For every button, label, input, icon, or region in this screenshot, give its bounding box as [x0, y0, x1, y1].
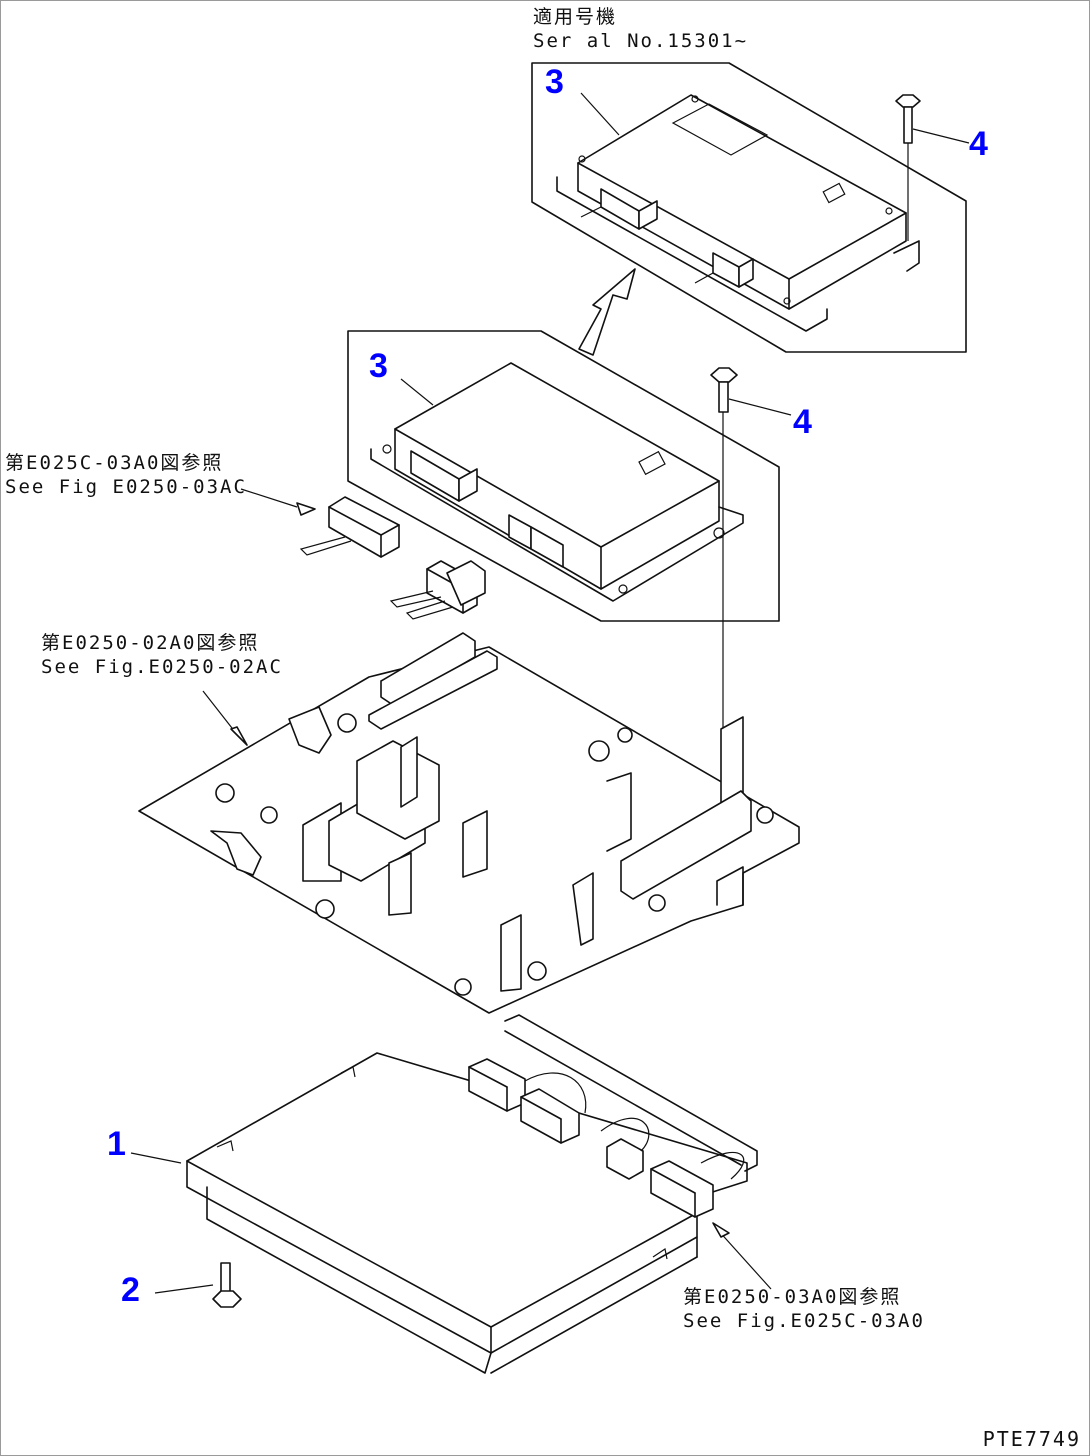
leader-3-mid [400, 378, 434, 406]
reference-note-03a-bottom: 第E0250-03A0図参照 See Fig.E025C-03A0 [683, 1285, 925, 1333]
ref-arrow-03a-bottom [712, 1222, 772, 1290]
upgrade-arrow [578, 268, 636, 356]
serial-note-en: Ser al No.15301~ [533, 30, 749, 52]
callout-1: 1 [107, 1125, 126, 1163]
leader-1 [130, 1152, 182, 1164]
callout-4-top: 4 [969, 125, 988, 163]
bolt-item-2 [154, 1262, 242, 1308]
harness-connector-b [389, 560, 486, 620]
harness-connector-a [240, 488, 400, 558]
reference-note-02a: 第E0250-02A0図参照 See Fig.E0250-02AC [41, 631, 283, 679]
ref-02a-en: See Fig.E0250-02AC [41, 656, 283, 678]
callout-4-middle: 4 [793, 403, 812, 441]
ref-03a-top-jp: 第E025C-03A0図参照 [5, 452, 224, 474]
base-panel [186, 1014, 758, 1374]
ref-arrow-02a [202, 690, 248, 746]
ref-03a-bottom-en: See Fig.E025C-03A0 [683, 1310, 925, 1332]
serial-note-jp: 適用号機 [533, 6, 618, 28]
drawing-number: PTE7749 [982, 1427, 1081, 1451]
controller-unit-top [556, 94, 920, 332]
bolt-middle [710, 367, 792, 781]
leader-3-top [580, 92, 620, 136]
ref-03a-bottom-jp: 第E0250-03A0図参照 [683, 1286, 902, 1308]
serial-note: 適用号機 Ser al No.15301~ [533, 5, 748, 53]
middle-detail-frame [347, 330, 780, 622]
controller-unit-middle [370, 362, 744, 602]
callout-2: 2 [121, 1271, 140, 1309]
mounting-bracket [138, 632, 800, 1014]
ref-03a-top-en: See Fig E0250-03AC [5, 476, 247, 498]
callout-3-top: 3 [545, 63, 564, 101]
bolt-top [895, 94, 970, 241]
reference-note-03a-top: 第E025C-03A0図参照 See Fig E0250-03AC [5, 451, 247, 499]
callout-3-middle: 3 [369, 347, 388, 385]
top-detail-frame [531, 62, 967, 353]
ref-02a-jp: 第E0250-02A0図参照 [41, 632, 260, 654]
